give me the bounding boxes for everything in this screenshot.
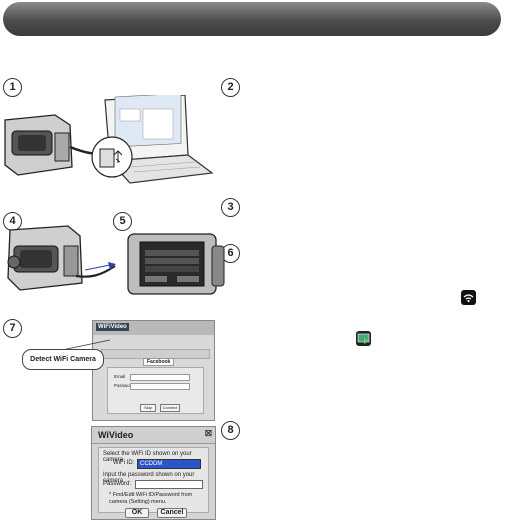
email-field[interactable] (130, 374, 190, 381)
app-window-screenshot: WiFiVideo Facebook Email Password Skip C… (92, 320, 215, 421)
camera-laptop-illustration (4, 95, 214, 184)
camera-cable-illustration (7, 225, 116, 291)
email-label: Email (114, 374, 126, 379)
wifi-dialog-body: Select the WiFi ID shown on your camera … (98, 447, 209, 518)
callout-leader-line (61, 339, 111, 351)
app-logo: WiFiVideo (96, 323, 129, 331)
wifi-dialog: WiVideo ☒ Select the WiFi ID shown on yo… (91, 426, 216, 520)
step-marker: 7 (3, 319, 22, 338)
step-marker: 1 (3, 78, 22, 97)
password-input[interactable] (135, 480, 203, 489)
camera-lcd-illustration (127, 233, 225, 295)
header-banner (3, 2, 501, 36)
password-label: Password (114, 383, 134, 388)
wifi-app-icon (356, 331, 371, 346)
step-marker: 2 (221, 78, 240, 97)
ok-button[interactable]: OK (125, 508, 149, 518)
wifi-id-label: WiFi ID: (113, 460, 135, 466)
password-field[interactable] (130, 383, 190, 390)
step-marker: 4 (3, 212, 22, 231)
password-instruction: Input the password shown on your camera (103, 472, 195, 484)
wifi-id-instruction: Select the WiFi ID shown on your camera (103, 451, 192, 463)
wifi-dialog-title: WiVideo (92, 427, 215, 444)
step-marker: 8 (221, 421, 240, 440)
step-marker: 3 (221, 198, 240, 217)
detect-wifi-camera-callout: Detect WiFi Camera (22, 349, 104, 370)
wifi-id-select[interactable]: CCDDM (137, 459, 201, 469)
tab-facebook[interactable]: Facebook (143, 358, 175, 366)
wifi-note: * Find/Edit WiFi ID/Password from camera… (109, 492, 193, 505)
wifi-icon (461, 290, 476, 305)
cancel-button[interactable]: Cancel (157, 508, 187, 518)
skip-button[interactable]: Skip (140, 404, 156, 412)
close-icon[interactable]: ☒ (204, 429, 212, 438)
connect-button[interactable]: Connect (160, 404, 180, 412)
password-label: Password: (103, 481, 132, 487)
step-marker: 5 (113, 212, 132, 231)
